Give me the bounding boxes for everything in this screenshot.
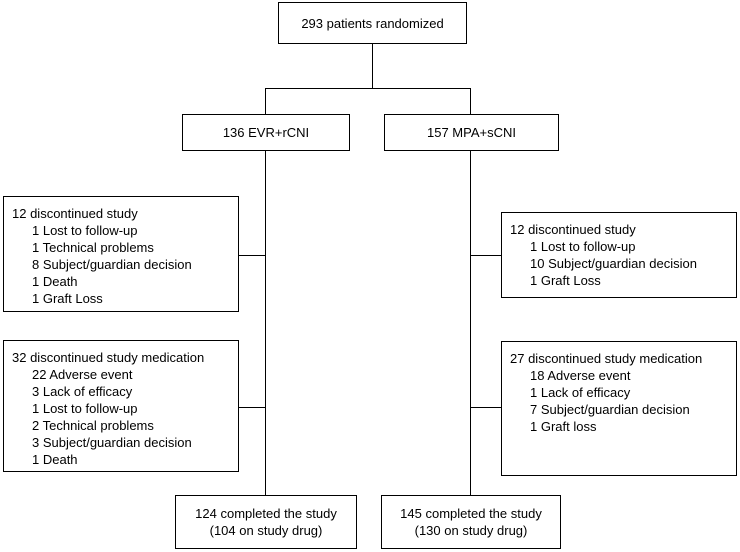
left-discontinued-study-box: 12 discontinued study 1 Lost to follow-u… (3, 196, 239, 312)
arm-split-bar (265, 88, 471, 89)
list-item: 22 Adverse event (32, 367, 133, 382)
evr-arm-label: 136 EVR+rCNI (222, 125, 310, 140)
right-branch-study (470, 255, 502, 256)
list-item: 1 Graft Loss (530, 273, 601, 288)
list-item: 2 Technical problems (32, 418, 154, 433)
randomized-box: 293 patients randomized (278, 2, 467, 44)
left-completed-line1: 124 completed the study (195, 506, 337, 521)
randomized-label: 293 patients randomized (301, 15, 444, 31)
left-completed-line2: (104 on study drug) (209, 523, 323, 538)
right-completed-box: 145 completed the study (130 on study dr… (381, 495, 561, 549)
list-item: 3 Subject/guardian decision (32, 435, 192, 450)
right-branch-medication (470, 407, 502, 408)
left-branch-study (238, 255, 266, 256)
right-arm-drop (470, 88, 471, 115)
list-item: 3 Lack of efficacy (32, 384, 133, 399)
right-discontinued-study-box: 12 discontinued study 1 Lost to follow-u… (501, 212, 737, 298)
list-item: 8 Subject/guardian decision (32, 257, 192, 272)
evr-arm-box: 136 EVR+rCNI (182, 114, 350, 151)
list-item: 1 Lost to follow-up (32, 223, 138, 238)
right-discontinued-study-heading: 12 discontinued study (510, 222, 636, 237)
mpa-arm-box: 157 MPA+sCNI (384, 114, 559, 151)
list-item: 1 Technical problems (32, 240, 154, 255)
left-discontinued-medication-heading: 32 discontinued study medication (12, 350, 205, 365)
left-completed-box: 124 completed the study (104 on study dr… (175, 495, 357, 549)
left-branch-medication (238, 407, 266, 408)
left-discontinued-study-heading: 12 discontinued study (12, 206, 138, 221)
right-discontinued-medication-heading: 27 discontinued study medication (510, 351, 703, 366)
list-item: 1 Lost to follow-up (32, 401, 138, 416)
list-item: 1 Death (32, 452, 78, 467)
left-discontinued-medication-box: 32 discontinued study medication 22 Adve… (3, 340, 239, 472)
list-item: 18 Adverse event (530, 368, 631, 383)
right-completed-line1: 145 completed the study (400, 506, 542, 521)
right-completed-line2: (130 on study drug) (414, 523, 528, 538)
list-item: 10 Subject/guardian decision (530, 256, 697, 271)
list-item: 1 Lost to follow-up (530, 239, 636, 254)
list-item: 1 Lack of efficacy (530, 385, 631, 400)
list-item: 1 Death (32, 274, 78, 289)
list-item: 1 Graft loss (530, 419, 597, 434)
list-item: 1 Graft Loss (32, 291, 103, 306)
left-trunk (265, 150, 266, 496)
list-item: 7 Subject/guardian decision (530, 402, 690, 417)
right-trunk (470, 150, 471, 496)
mpa-arm-label: 157 MPA+sCNI (427, 125, 516, 140)
right-discontinued-medication-box: 27 discontinued study medication 18 Adve… (501, 341, 737, 476)
root-stem (372, 43, 373, 88)
left-arm-drop (265, 88, 266, 115)
